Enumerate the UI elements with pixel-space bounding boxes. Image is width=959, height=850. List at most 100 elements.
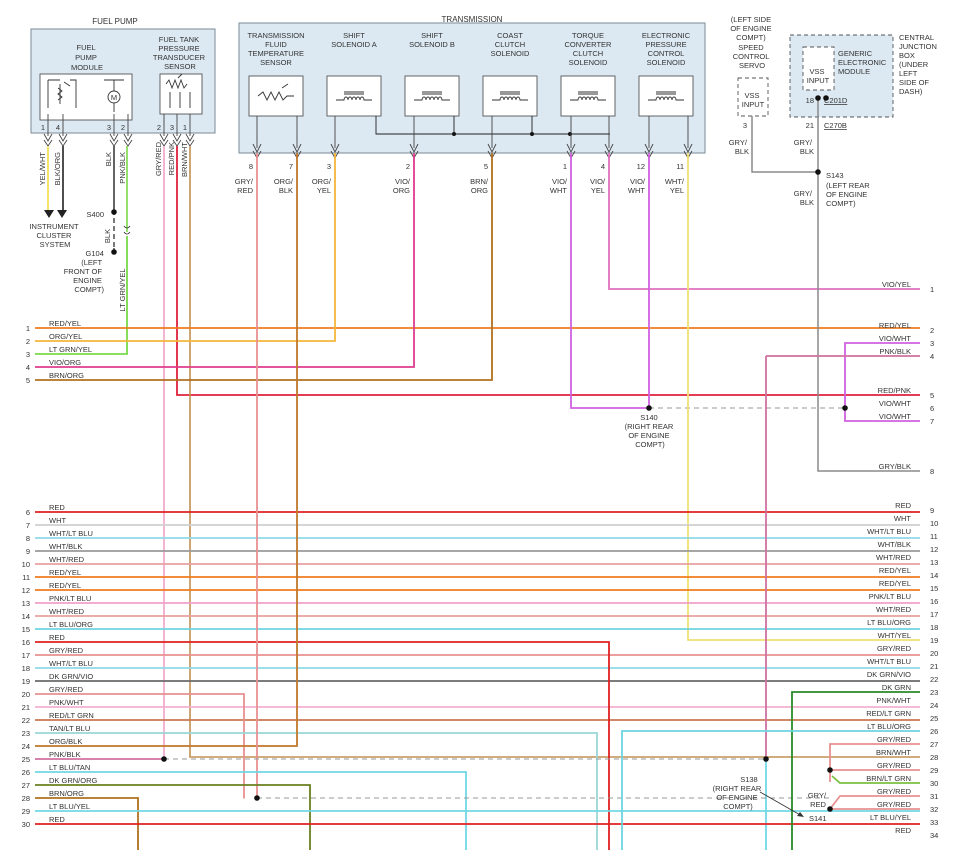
s138-leader-arrow xyxy=(797,812,804,817)
inline-connector-icon xyxy=(123,225,131,235)
gem-label: GENERIC ELECTRONIC MODULE xyxy=(838,49,888,76)
right-row-number: 28 xyxy=(930,753,938,762)
fuel-pin: 4 xyxy=(56,123,60,132)
fuel-wire-label: PNK/BLK xyxy=(118,152,127,184)
left-row-number: 16 xyxy=(22,638,30,647)
component-name-line: SHIFT xyxy=(343,31,365,40)
left-row-number: 20 xyxy=(22,690,30,699)
transmission-wire-label: VIO/ xyxy=(630,177,646,186)
transmission-pin: 3 xyxy=(327,162,331,171)
s143-wire-label: GRY/ BLK xyxy=(794,189,814,207)
right-row-label: LT BLU/ORG xyxy=(867,618,911,627)
right-row-label: WHT/BLK xyxy=(878,540,911,549)
s143-node xyxy=(815,169,821,175)
left-row-label: PNK/WHT xyxy=(49,698,84,707)
left-annotations: INSTRUMENT CLUSTER SYSTEM S400 BLK G104 … xyxy=(29,210,827,823)
transmission-wire-label: ORG/ xyxy=(312,177,332,186)
gem-wire-label: GRY/ BLK xyxy=(794,138,814,156)
left-row-number: 26 xyxy=(22,768,30,777)
left-row-label: DK GRN/ORG xyxy=(49,776,98,785)
gem-vss-input-label: VSS INPUT xyxy=(807,67,830,85)
fuel-pump-module-box xyxy=(39,73,133,121)
component-box xyxy=(326,75,382,117)
wire-wht-yel xyxy=(687,153,920,641)
left-row-label: RED/LT GRN xyxy=(49,711,94,720)
left-row-number: 18 xyxy=(22,664,30,673)
left-row-number: 5 xyxy=(26,376,30,385)
right-row-number: 32 xyxy=(930,805,938,814)
left-row-label: WHT/RED xyxy=(49,555,85,564)
transmission-wire-label: RED xyxy=(237,186,253,195)
left-row-label: WHT/RED xyxy=(49,607,85,616)
left-row-number: 6 xyxy=(26,508,30,517)
left-row-label: WHT/LT BLU xyxy=(49,529,93,538)
left-row-label: GRY/RED xyxy=(49,646,84,655)
wire-row-23-tan-lt-blu xyxy=(35,732,598,850)
instrument-cluster-label: INSTRUMENT CLUSTER SYSTEM xyxy=(29,222,80,249)
right-row-label: PNK/BLK xyxy=(879,347,911,356)
component-box xyxy=(248,75,304,117)
wire-row-20-gry-red xyxy=(35,693,245,799)
wire-gry-red-31 xyxy=(829,795,920,810)
right-row-number: 12 xyxy=(930,545,938,554)
right-row-label: LT BLU/ORG xyxy=(867,722,911,731)
right-row-number: 25 xyxy=(930,714,938,723)
transmission-wire-label: WHT xyxy=(628,186,645,195)
lt-grn-yel-vertical-label: LT GRN/YEL xyxy=(118,268,127,311)
right-row-label: RED xyxy=(895,826,911,835)
left-row-number: 15 xyxy=(22,625,30,634)
left-row-label: RED/YEL xyxy=(49,319,81,328)
fuel-wire-label: BLK/ORG xyxy=(53,152,62,186)
left-row-label: VIO/ORG xyxy=(49,358,81,367)
left-row-label: DK GRN/VIO xyxy=(49,672,93,681)
wire-brn-wht xyxy=(189,146,920,758)
right-row-number: 21 xyxy=(930,662,938,671)
transmission-box xyxy=(238,22,706,154)
s138-label: S138 (RIGHT REAR OF ENGINE COMPT) xyxy=(713,775,764,811)
solenoid-coil-icon xyxy=(492,91,528,101)
right-row-number: 2 xyxy=(930,326,934,335)
right-row-label: RED/YEL xyxy=(879,579,911,588)
transmission-pin: 5 xyxy=(484,162,488,171)
central-junction-box-label: CENTRAL JUNCTION BOX (UNDER LEFT SIDE OF… xyxy=(899,33,939,96)
wire-gry-blk-gem xyxy=(817,98,920,472)
fuel-pin: 3 xyxy=(170,123,174,132)
component-name-line: SOLENOID xyxy=(647,58,686,67)
wire-dk-grn xyxy=(791,691,920,850)
left-row-number: 10 xyxy=(22,560,30,569)
left-row-number: 30 xyxy=(22,820,30,829)
right-row-number: 24 xyxy=(930,701,938,710)
component-name-line: CONTROL xyxy=(648,49,685,58)
right-row-label: GRY/BLK xyxy=(879,462,911,471)
left-row-number: 11 xyxy=(22,573,30,582)
component-box xyxy=(482,75,538,117)
solenoid-coil-icon xyxy=(570,91,606,101)
right-row-number: 23 xyxy=(930,688,938,697)
right-row-number: 19 xyxy=(930,636,938,645)
component-name-line: SOLENOID B xyxy=(409,40,455,49)
right-row-label: BRN/WHT xyxy=(876,748,911,757)
fuel-pump-title: FUEL PUMP xyxy=(92,17,138,26)
right-row-number: 30 xyxy=(930,779,938,788)
left-row-label: LT BLU/YEL xyxy=(49,802,90,811)
transmission-wire-label: VIO/ xyxy=(395,177,411,186)
component-box xyxy=(560,75,616,117)
transmission-pin: 4 xyxy=(601,162,605,171)
s141-label: S141 xyxy=(809,814,827,823)
s138-leader xyxy=(759,791,803,817)
splice-nodes xyxy=(111,95,848,812)
transmission-pin: 1 xyxy=(563,162,567,171)
gem-connector-top: C201D xyxy=(824,96,848,105)
left-row-label: BRN/ORG xyxy=(49,371,84,380)
wire-row-2-org-yel xyxy=(35,153,336,342)
right-row-number: 31 xyxy=(930,792,938,801)
right-row-label: LT BLU/YEL xyxy=(870,813,911,822)
left-row-label: WHT xyxy=(49,516,66,525)
vss-pin-label: 3 xyxy=(743,121,747,130)
wire-gry-red-right xyxy=(829,743,920,771)
right-row-6-node xyxy=(842,405,848,411)
fuel-pin: 1 xyxy=(41,123,45,132)
right-row-number: 9 xyxy=(930,506,934,515)
